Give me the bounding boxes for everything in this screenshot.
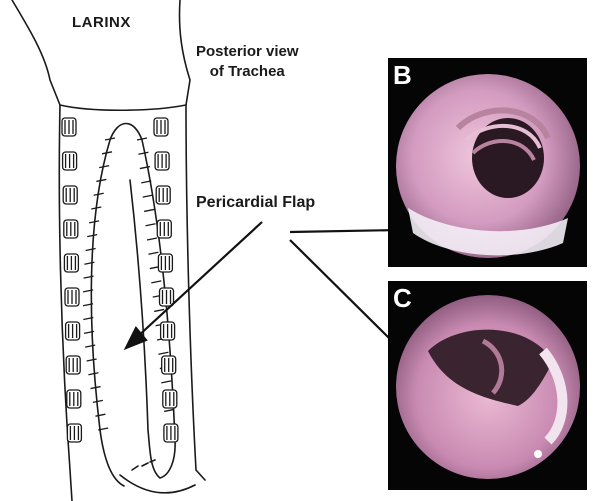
pericardial-flap-label: Pericardial Flap [196,194,315,212]
trachea-top-rim [60,105,186,110]
stitch [164,409,174,411]
stitch [146,224,156,226]
panel-c-letter: C [393,283,412,314]
flap-dash [132,460,155,470]
posterior-label-line2: of Trachea [196,62,299,82]
stitch [138,152,148,154]
posterior-view-label: Posterior view of Trachea [196,42,299,82]
arrow-to-panel-c [290,240,390,438]
trachea-drawing [0,0,390,501]
stitch [158,352,168,354]
endoscopy-panel-b: B [388,58,587,267]
stitch [84,262,94,264]
stitch [161,381,171,383]
arrow-to-panel-b [290,228,390,232]
flap-outline-inner [100,430,124,486]
stitch [151,281,161,283]
stitch [99,166,109,168]
cartilage-rings [62,118,178,442]
stitch [147,238,157,240]
endoscopy-panel-c: C [388,281,587,490]
stitch [95,414,105,416]
stitch [144,209,154,211]
stitch [148,252,158,254]
stitch [87,359,97,361]
stitch [93,400,103,402]
stitch [85,345,95,347]
trachea-right-wall [186,105,205,480]
stitch [88,373,98,375]
flap-stitches-left [83,138,115,430]
stitch [87,235,97,237]
arrow-to-flap [136,222,262,338]
panel-b-letter: B [393,60,412,91]
endoscopy-image-c [388,281,587,490]
larynx-outline-right [179,0,190,105]
larynx-outline [12,0,60,105]
stitch [143,195,153,197]
posterior-label-line1: Posterior view [196,42,299,62]
stitch [86,248,96,250]
larynx-label: LARINX [72,14,131,31]
stitch [154,309,164,311]
trachea-lower-curve [120,475,195,493]
endoscopy-image-b [388,58,587,267]
